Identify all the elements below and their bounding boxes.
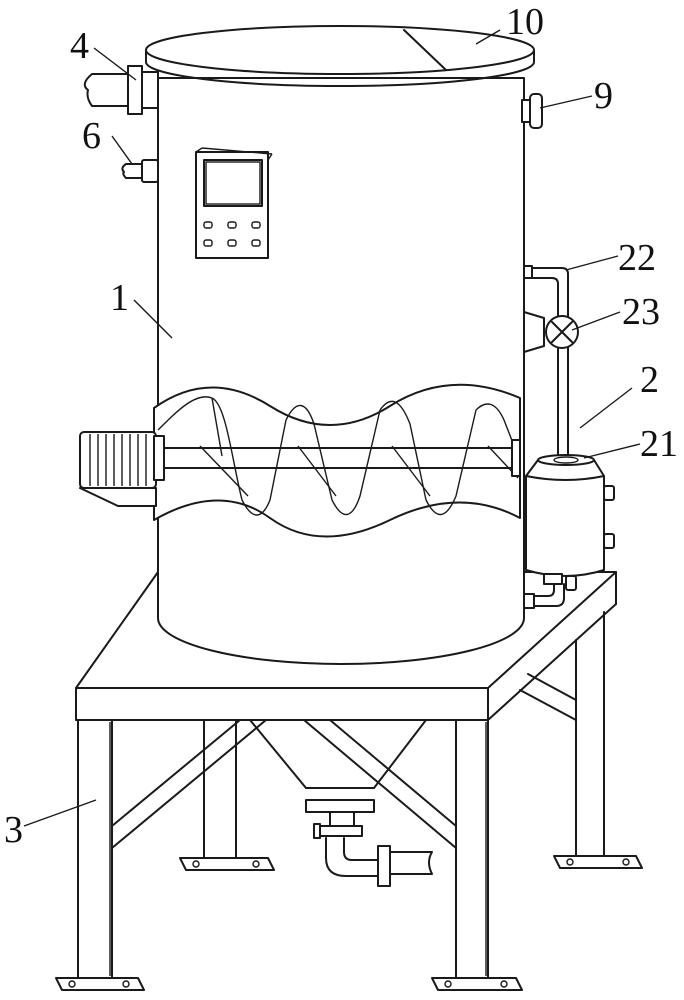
label-connecting-pipe: 22 (618, 237, 656, 279)
lid (145, 25, 535, 87)
label-valve: 23 (622, 291, 660, 333)
label-side-fitting: 9 (594, 75, 613, 117)
side-fitting (521, 93, 543, 129)
feed-pipe (83, 65, 159, 115)
label-inlet-nozzle: 6 (82, 115, 101, 157)
label-dust-collector: 2 (640, 359, 659, 401)
label-tank: 1 (110, 277, 129, 319)
screw-conveyor (157, 396, 521, 516)
inlet-nozzle (121, 159, 159, 183)
dust-collector (523, 265, 615, 609)
label-collector-body: 21 (640, 423, 678, 465)
leader-lines (23, 29, 641, 827)
label-lid: 10 (506, 1, 544, 43)
discharge-hopper (249, 719, 433, 887)
part-labels: 4 10 9 6 1 22 23 2 21 3 (4, 1, 678, 851)
label-feed-pipe: 4 (70, 25, 89, 67)
label-support-frame: 3 (4, 809, 23, 851)
control-panel (195, 147, 273, 259)
drive-motor (79, 431, 165, 507)
